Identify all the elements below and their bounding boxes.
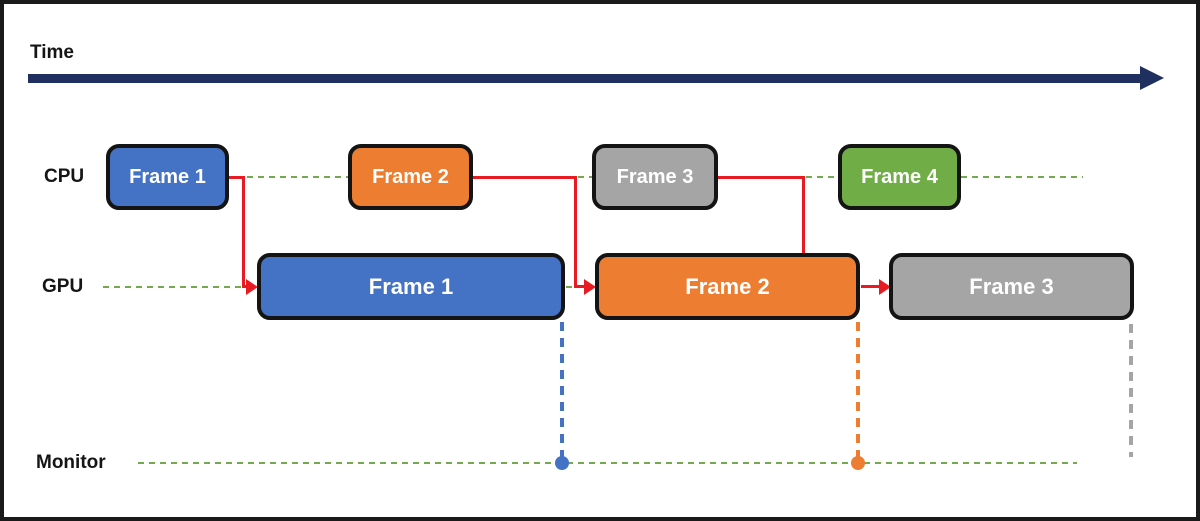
present-line-frame3	[1129, 324, 1133, 457]
gpu-frame-3-label: Frame 3	[969, 273, 1054, 299]
cpu-frame-1-box: Frame 1	[106, 144, 229, 210]
cpu-frame-4-box: Frame 4	[838, 144, 961, 210]
gpu-lane-guide-segment	[566, 286, 575, 288]
monitor-event-dot-frame2	[851, 456, 865, 470]
monitor-lane-guide-segment	[138, 462, 1077, 464]
dependency-line-gpu2-gpu3	[861, 285, 881, 288]
gpu-frame-2-box: Frame 2	[595, 253, 860, 320]
cpu-lane-guide-segment	[578, 176, 592, 178]
dependency-line-cpu1	[242, 285, 248, 288]
gpu-frame-1-label: Frame 1	[368, 273, 454, 299]
gpu-frame-2-label: Frame 2	[685, 273, 770, 299]
monitor-event-dot-frame1	[555, 456, 569, 470]
lane-label-cpu: CPU	[44, 166, 85, 187]
cpu-frame-3-label: Frame 3	[616, 165, 694, 188]
cpu-frame-3-box: Frame 3	[592, 144, 718, 210]
cpu-frame-1-label: Frame 1	[129, 165, 206, 188]
gpu-lane-guide-segment	[103, 286, 242, 288]
dependency-line-cpu3	[718, 176, 805, 179]
cpu-frame-4-label: Frame 4	[861, 165, 938, 188]
dependency-line-cpu3	[802, 176, 805, 255]
present-line-frame2	[856, 322, 860, 458]
lane-label-monitor: Monitor	[36, 452, 106, 473]
dependency-arrowhead-icon	[879, 279, 891, 295]
lane-label-gpu: GPU	[42, 276, 84, 297]
cpu-lane-guide-segment	[961, 176, 1083, 178]
dependency-line-cpu1	[228, 176, 245, 179]
dependency-line-cpu2	[574, 285, 586, 288]
dependency-line-cpu2	[473, 176, 577, 179]
time-axis-label: Time	[30, 42, 75, 63]
present-line-frame1	[560, 322, 564, 458]
cpu-lane-guide-segment	[806, 176, 838, 178]
time-axis-arrowhead-icon	[1140, 66, 1164, 90]
dependency-line-cpu2	[574, 176, 577, 286]
time-axis-line	[28, 74, 1141, 83]
cpu-frame-2-label: Frame 2	[372, 165, 449, 188]
gpu-frame-3-box: Frame 3	[889, 253, 1134, 320]
dependency-arrowhead-icon	[584, 279, 596, 295]
dependency-arrowhead-icon	[246, 279, 258, 295]
cpu-lane-guide-segment	[247, 176, 348, 178]
gpu-frame-1-box: Frame 1	[257, 253, 565, 320]
cpu-frame-2-box: Frame 2	[348, 144, 473, 210]
dependency-line-cpu1	[242, 176, 245, 286]
